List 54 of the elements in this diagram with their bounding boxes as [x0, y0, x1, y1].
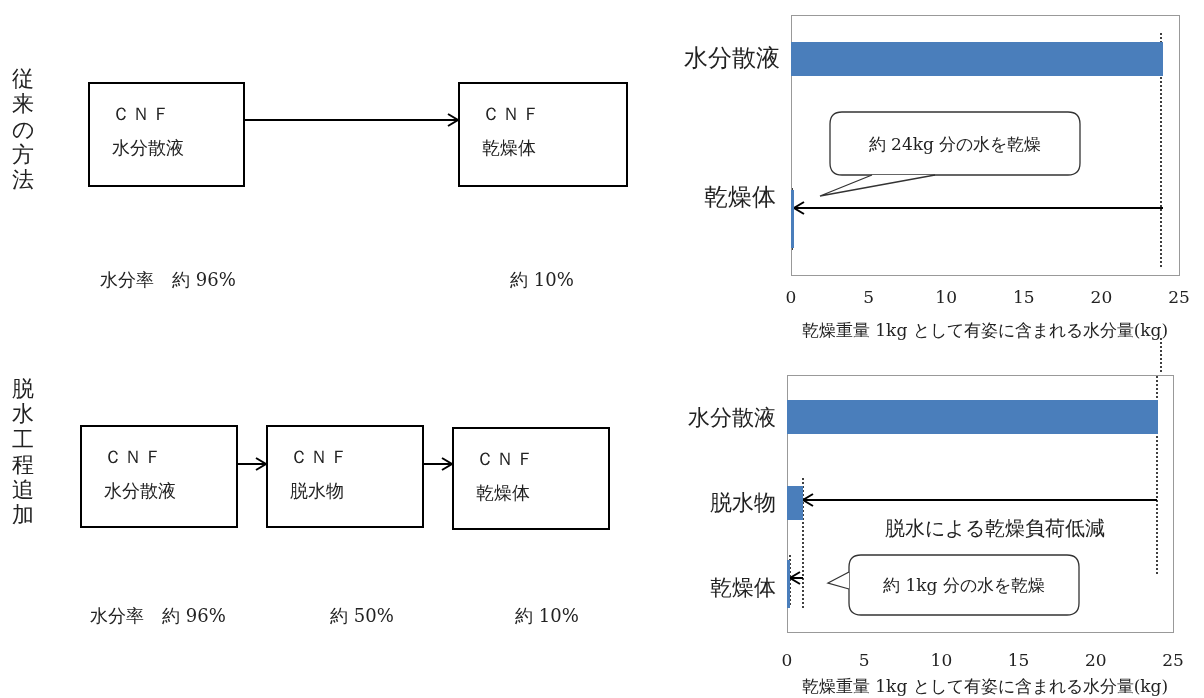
- tick-label: 25: [1162, 650, 1184, 670]
- tick-label: 10: [935, 287, 957, 307]
- moisture-label: 水分率 約 96%: [100, 268, 236, 292]
- bar: [787, 486, 803, 520]
- tick-label: 20: [1085, 650, 1107, 670]
- arrow: [802, 493, 1158, 507]
- bubble-text: 約 1kg 分の水を乾燥: [883, 573, 1045, 597]
- bar: [791, 42, 1163, 76]
- arrow: [793, 201, 1164, 215]
- moisture-label: 約 10%: [510, 268, 574, 292]
- box-text: 脱水物: [290, 479, 344, 503]
- tick-label: 25: [1168, 287, 1190, 307]
- bar: [791, 190, 794, 248]
- box-heading: ＣＮＦ: [112, 102, 172, 126]
- box-text: 乾燥体: [476, 481, 530, 505]
- moisture-label: 約 10%: [515, 604, 579, 628]
- category-label: 乾燥体: [710, 574, 776, 602]
- moisture-label: 約 50%: [330, 604, 394, 628]
- axis-title: 乾燥重量 1kg として有姿に含まれる水分量(kg): [801, 318, 1169, 342]
- box-heading: ＣＮＦ: [290, 445, 350, 469]
- process-box: [80, 425, 238, 528]
- arrow: [244, 113, 459, 127]
- category-label: 水分散液: [684, 43, 780, 74]
- process-box: [88, 82, 245, 187]
- box-heading: ＣＮＦ: [476, 447, 536, 471]
- bar: [787, 560, 790, 608]
- process-box: [266, 425, 424, 528]
- moisture-label: 水分率 約 96%: [90, 604, 226, 628]
- tick-label: 0: [785, 287, 797, 307]
- axis-title: 乾燥重量 1kg として有姿に含まれる水分量(kg): [801, 674, 1169, 698]
- process-box: [452, 427, 610, 530]
- category-label: 乾燥体: [704, 182, 776, 213]
- section-label: 脱水工程追加: [12, 376, 34, 528]
- tick-label: 15: [1013, 287, 1035, 307]
- tick-label: 10: [930, 650, 953, 670]
- box-heading: ＣＮＦ: [104, 445, 164, 469]
- bubble-text: 約 24kg 分の水を乾燥: [868, 132, 1042, 155]
- arrow: [423, 457, 453, 471]
- box-text: 水分散液: [104, 479, 176, 503]
- section-label: 従来の方法: [12, 66, 34, 193]
- tick-label: 0: [781, 650, 793, 670]
- category-label: 脱水物: [710, 489, 776, 517]
- tick-label: 20: [1090, 287, 1113, 307]
- tick-label: 5: [858, 650, 870, 670]
- tick-label: 15: [1007, 650, 1030, 670]
- box-text: 乾燥体: [482, 136, 536, 160]
- tick-label: 5: [863, 287, 874, 307]
- box-heading: ＣＮＦ: [482, 102, 542, 126]
- arrow: [237, 457, 267, 471]
- bar: [787, 400, 1158, 434]
- arrow: [789, 571, 804, 585]
- box-text: 水分散液: [112, 136, 184, 160]
- category-label: 水分散液: [688, 404, 776, 432]
- process-box: [458, 82, 628, 187]
